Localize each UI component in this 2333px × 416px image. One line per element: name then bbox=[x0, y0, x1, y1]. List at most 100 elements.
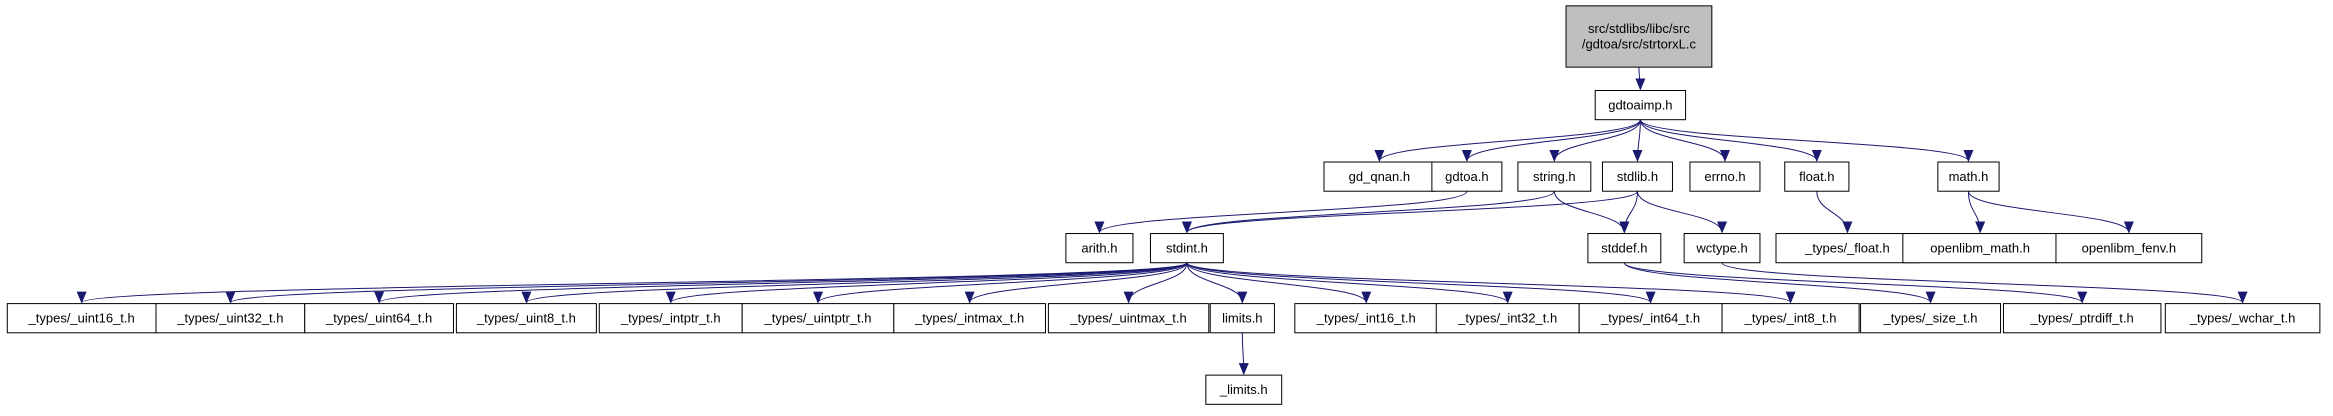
edge-stdlib-to-stdint bbox=[1182, 190, 1638, 234]
node-box bbox=[741, 303, 895, 334]
node-ptrdiff[interactable]: _types/_ptrdiff_t.h bbox=[2002, 303, 2162, 334]
node-openlibm-fenv[interactable]: openlibm_fenv.h bbox=[2055, 233, 2203, 264]
node-box bbox=[1431, 161, 1503, 192]
node-stddef[interactable]: stddef.h bbox=[1587, 233, 1662, 264]
edge-root-to-gdtoaimp bbox=[1635, 67, 1646, 91]
node-uintmax[interactable]: _types/_uintmax_t.h bbox=[1047, 303, 1210, 334]
node-gdtoa[interactable]: gdtoa.h bbox=[1431, 161, 1503, 192]
edge-stdint-to-int8 bbox=[1186, 262, 1796, 304]
node-box bbox=[1205, 374, 1283, 405]
node-box bbox=[1683, 233, 1761, 264]
edge-stdint-to-int64 bbox=[1186, 262, 1656, 304]
node-stdint[interactable]: stdint.h bbox=[1149, 233, 1224, 264]
edge-stdint-to-int16 bbox=[1186, 262, 1372, 304]
node-box bbox=[2002, 303, 2162, 334]
node-wchar[interactable]: _types/_wchar_t.h bbox=[2164, 303, 2321, 334]
node-label: stddef.h bbox=[1601, 241, 1647, 256]
edge-stdint-to-int32 bbox=[1186, 262, 1513, 304]
edge-string-to-stddef bbox=[1553, 191, 1630, 234]
edge-limits-to--limits bbox=[1238, 332, 1249, 376]
node-box bbox=[1689, 161, 1761, 192]
node-box bbox=[1149, 233, 1224, 264]
node-box bbox=[1047, 303, 1210, 334]
node-openlibm-math[interactable]: openlibm_math.h bbox=[1902, 233, 2058, 264]
node-uint32[interactable]: _types/_uint32_t.h bbox=[155, 303, 306, 334]
node-math[interactable]: math.h bbox=[1937, 161, 2000, 192]
node-box bbox=[1587, 233, 1662, 264]
node-int32[interactable]: _types/_int32_t.h bbox=[1435, 303, 1580, 334]
node-label: _types/_uintmax_t.h bbox=[1069, 311, 1186, 326]
node-gdtoaimp[interactable]: gdtoaimp.h bbox=[1594, 89, 1687, 121]
node-label: _types/_uint64_t.h bbox=[325, 311, 432, 326]
node-errno[interactable]: errno.h bbox=[1689, 161, 1761, 192]
node-size-t[interactable]: _types/_size_t.h bbox=[1860, 303, 2002, 334]
node-label: _limits.h bbox=[1219, 382, 1268, 397]
edge-gdtoaimp-to-string bbox=[1549, 119, 1641, 163]
edge-stdint-to-uint64 bbox=[374, 262, 1188, 304]
node-stdlib[interactable]: stdlib.h bbox=[1601, 161, 1673, 192]
edge-wctype-to-wchar bbox=[1721, 262, 2248, 304]
node-string[interactable]: string.h bbox=[1517, 161, 1592, 192]
node-label: _types/_ptrdiff_t.h bbox=[2030, 311, 2134, 326]
node-box bbox=[155, 303, 306, 334]
edge-stdlib-to-wctype bbox=[1636, 191, 1728, 234]
node-box bbox=[1775, 233, 1920, 264]
node-float[interactable]: float.h bbox=[1784, 161, 1850, 192]
node-label: arith.h bbox=[1081, 241, 1117, 256]
edge-stddef-to-ptrdiff bbox=[1623, 262, 2087, 304]
node-box bbox=[1565, 5, 1713, 68]
node-label: openlibm_math.h bbox=[1930, 241, 2030, 256]
node-box bbox=[1435, 303, 1580, 334]
node-limits[interactable]: limits.h bbox=[1209, 303, 1275, 334]
node-types-float[interactable]: _types/_float.h bbox=[1775, 233, 1920, 264]
node-box bbox=[1209, 303, 1275, 334]
edge-gdtoaimp-to-errno bbox=[1639, 119, 1730, 163]
node-arith[interactable]: arith.h bbox=[1065, 233, 1134, 264]
node-box bbox=[1860, 303, 2002, 334]
edge-gdtoa-to-arith bbox=[1094, 190, 1468, 234]
node-label: _types/_size_t.h bbox=[1883, 311, 1978, 326]
node-label: _types/_uintptr_t.h bbox=[764, 311, 872, 326]
edge-math-to-openlibm-math bbox=[1967, 191, 1986, 234]
node-box bbox=[1294, 303, 1439, 334]
node-int8[interactable]: _types/_int8_t.h bbox=[1721, 303, 1860, 334]
node-int16[interactable]: _types/_int16_t.h bbox=[1294, 303, 1439, 334]
node-label: _types/_wchar_t.h bbox=[2189, 311, 2296, 326]
node-uint16[interactable]: _types/_uint16_t.h bbox=[6, 303, 157, 334]
node-intptr[interactable]: _types/_intptr_t.h bbox=[598, 303, 743, 334]
node-int64[interactable]: _types/_int64_t.h bbox=[1578, 303, 1723, 334]
edge-stdint-to-uint8 bbox=[521, 262, 1188, 304]
edge-float-to-types-float bbox=[1816, 191, 1853, 234]
node-uint8[interactable]: _types/_uint8_t.h bbox=[455, 303, 597, 334]
node-uintptr[interactable]: _types/_uintptr_t.h bbox=[741, 303, 895, 334]
node-label: _types/_uint8_t.h bbox=[476, 311, 576, 326]
node--limits[interactable]: _limits.h bbox=[1205, 374, 1283, 405]
node-label: _types/_int8_t.h bbox=[1744, 311, 1837, 326]
edge-gdtoaimp-to-gd-qnan bbox=[1374, 119, 1641, 163]
node-uint64[interactable]: _types/_uint64_t.h bbox=[304, 303, 454, 334]
edge-stdint-to-intptr bbox=[666, 262, 1188, 304]
edge-gdtoaimp-to-gdtoa bbox=[1461, 119, 1641, 163]
node-box bbox=[598, 303, 743, 334]
nodes: src/stdlibs/libc/src/gdtoa/src/strtorxL.… bbox=[6, 5, 2321, 405]
node-label: openlibm_fenv.h bbox=[2082, 241, 2176, 256]
node-gd-qnan[interactable]: gd_qnan.h bbox=[1323, 161, 1436, 192]
node-box bbox=[1784, 161, 1850, 192]
node-label: gdtoaimp.h bbox=[1608, 98, 1672, 113]
node-label: _types/_int64_t.h bbox=[1600, 311, 1700, 326]
edge-stdlib-to-stddef bbox=[1619, 191, 1638, 234]
node-label: src/stdlibs/libc/src bbox=[1588, 21, 1690, 36]
node-box bbox=[2055, 233, 2203, 264]
node-root: src/stdlibs/libc/src/gdtoa/src/strtorxL.… bbox=[1565, 5, 1713, 68]
edge-stddef-to-size-t bbox=[1623, 262, 1936, 304]
node-label: math.h bbox=[1949, 169, 1989, 184]
edge-string-to-stdint bbox=[1182, 190, 1555, 234]
node-box bbox=[1065, 233, 1134, 264]
edge-stdint-to-uint16 bbox=[77, 262, 1188, 304]
node-label: float.h bbox=[1799, 169, 1834, 184]
node-label: _types/_float.h bbox=[1804, 241, 1890, 256]
node-wctype[interactable]: wctype.h bbox=[1683, 233, 1761, 264]
node-label: _types/_int32_t.h bbox=[1457, 311, 1557, 326]
node-intmax[interactable]: _types/_intmax_t.h bbox=[893, 303, 1046, 334]
edge-gdtoaimp-to-stdlib bbox=[1632, 119, 1643, 163]
